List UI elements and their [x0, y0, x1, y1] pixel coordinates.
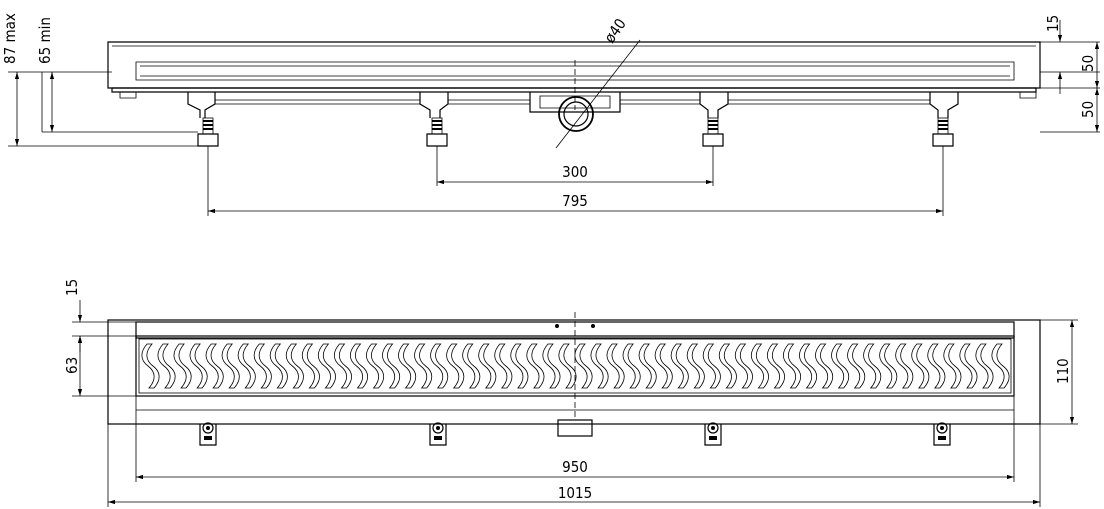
dim-label-87max: 87 max — [1, 13, 19, 64]
grate-slot — [269, 343, 288, 389]
grate-slot — [638, 343, 657, 389]
foot-top-3 — [704, 422, 722, 446]
grate-slot — [173, 343, 192, 389]
grate-slot — [430, 343, 449, 389]
grate-slot — [366, 343, 385, 389]
dim-label-50-lower: 50 — [1079, 101, 1097, 118]
dim-label-110: 110 — [1054, 358, 1072, 384]
grate-slot — [285, 343, 304, 389]
grate-slot — [414, 343, 433, 389]
grate-slots — [141, 343, 1010, 389]
grate-slot — [879, 343, 898, 389]
grate-slot — [558, 343, 577, 389]
outlet-pipe-side — [558, 96, 594, 132]
grate-slot — [526, 343, 545, 389]
foot-top-4 — [933, 422, 951, 446]
grate-slot — [734, 343, 753, 389]
grate-slot — [815, 343, 834, 389]
dim-label-65min: 65 min — [36, 17, 54, 64]
channel-body-top — [107, 312, 1041, 425]
grate-slot — [782, 343, 802, 389]
dim-label-15-top: 15 — [63, 279, 81, 296]
grate-slot — [606, 343, 625, 389]
dim-outer-legs: 795 — [207, 146, 944, 216]
dim-label-63: 63 — [63, 357, 81, 374]
dim-overall-width: 110 — [1040, 319, 1078, 425]
grate-slot — [446, 343, 465, 389]
grate-slot — [382, 343, 401, 389]
grate-slot — [141, 343, 160, 389]
grate-slot — [718, 343, 737, 389]
grate-slot — [670, 343, 689, 389]
outlet-top — [557, 419, 593, 437]
grate-slot — [702, 343, 721, 389]
grate-slot — [590, 343, 609, 389]
dim-overall-length: 1015 — [107, 424, 1041, 507]
grate-slot — [349, 343, 369, 389]
dim-label-300: 300 — [562, 163, 588, 181]
grate-slot — [317, 343, 336, 389]
dim-label-795: 795 — [562, 192, 588, 210]
grate-slot — [831, 343, 850, 389]
grate-slot — [253, 343, 272, 389]
foot-top-2 — [429, 422, 447, 446]
dim-height-min: 65 min — [36, 17, 198, 133]
grate-slot — [799, 343, 818, 389]
dim-label-50-upper: 50 — [1079, 55, 1097, 72]
grate-slot — [478, 343, 497, 389]
grate-slot — [991, 343, 1010, 389]
dim-label-15-side: 15 — [1044, 15, 1062, 32]
foot-1 — [197, 117, 219, 147]
dim-leg-spacing: 300 — [436, 146, 714, 186]
dim-right-stack: 15 50 50 — [1040, 15, 1100, 133]
foot-2 — [426, 117, 448, 147]
grate-slot — [959, 343, 978, 389]
grate-slot — [462, 343, 481, 389]
grate-slot — [574, 343, 593, 389]
dim-outlet-diameter: ø40 — [555, 15, 641, 149]
grate-slot — [863, 343, 882, 389]
dim-label-950: 950 — [562, 458, 588, 476]
foot-top-1 — [199, 422, 217, 446]
dim-grate-width: 63 — [63, 336, 136, 397]
grate-slot — [766, 343, 785, 389]
top-view: 15 63 110 950 1015 — [63, 279, 1078, 507]
grate-slot — [927, 343, 946, 389]
grate-slot — [398, 343, 417, 389]
grate-slot — [911, 343, 930, 389]
grate-slot — [847, 343, 866, 389]
dim-label-1015: 1015 — [558, 484, 592, 502]
foot-3 — [702, 117, 724, 147]
grate-slot — [654, 343, 673, 389]
grate-slot — [237, 343, 256, 389]
grate-slot — [221, 343, 240, 389]
foot-4 — [932, 117, 954, 147]
grate-slot — [542, 343, 561, 389]
grate-slot — [895, 343, 914, 389]
grate-slot — [975, 343, 994, 389]
grate-slot — [943, 343, 962, 389]
grate-slot — [205, 343, 224, 389]
dim-grate-length: 950 — [135, 424, 1015, 482]
side-view: 87 max 65 min ø40 15 50 50 — [1, 13, 1100, 216]
grate-slot — [622, 343, 641, 389]
grate-slot — [189, 343, 208, 389]
feet-top — [199, 422, 951, 446]
grate-slot — [686, 343, 705, 389]
grate-slot — [494, 343, 513, 389]
grate-slot — [510, 343, 529, 389]
dim-frame-edge: 15 — [63, 279, 136, 352]
grate-slot — [750, 343, 769, 389]
dim-height-max: 87 max — [1, 13, 198, 147]
grate-slot — [301, 343, 320, 389]
grate-slot — [333, 343, 352, 389]
adjustable-feet-side — [197, 117, 954, 147]
grate-slot — [157, 343, 176, 389]
channel-body-side — [107, 41, 1041, 118]
